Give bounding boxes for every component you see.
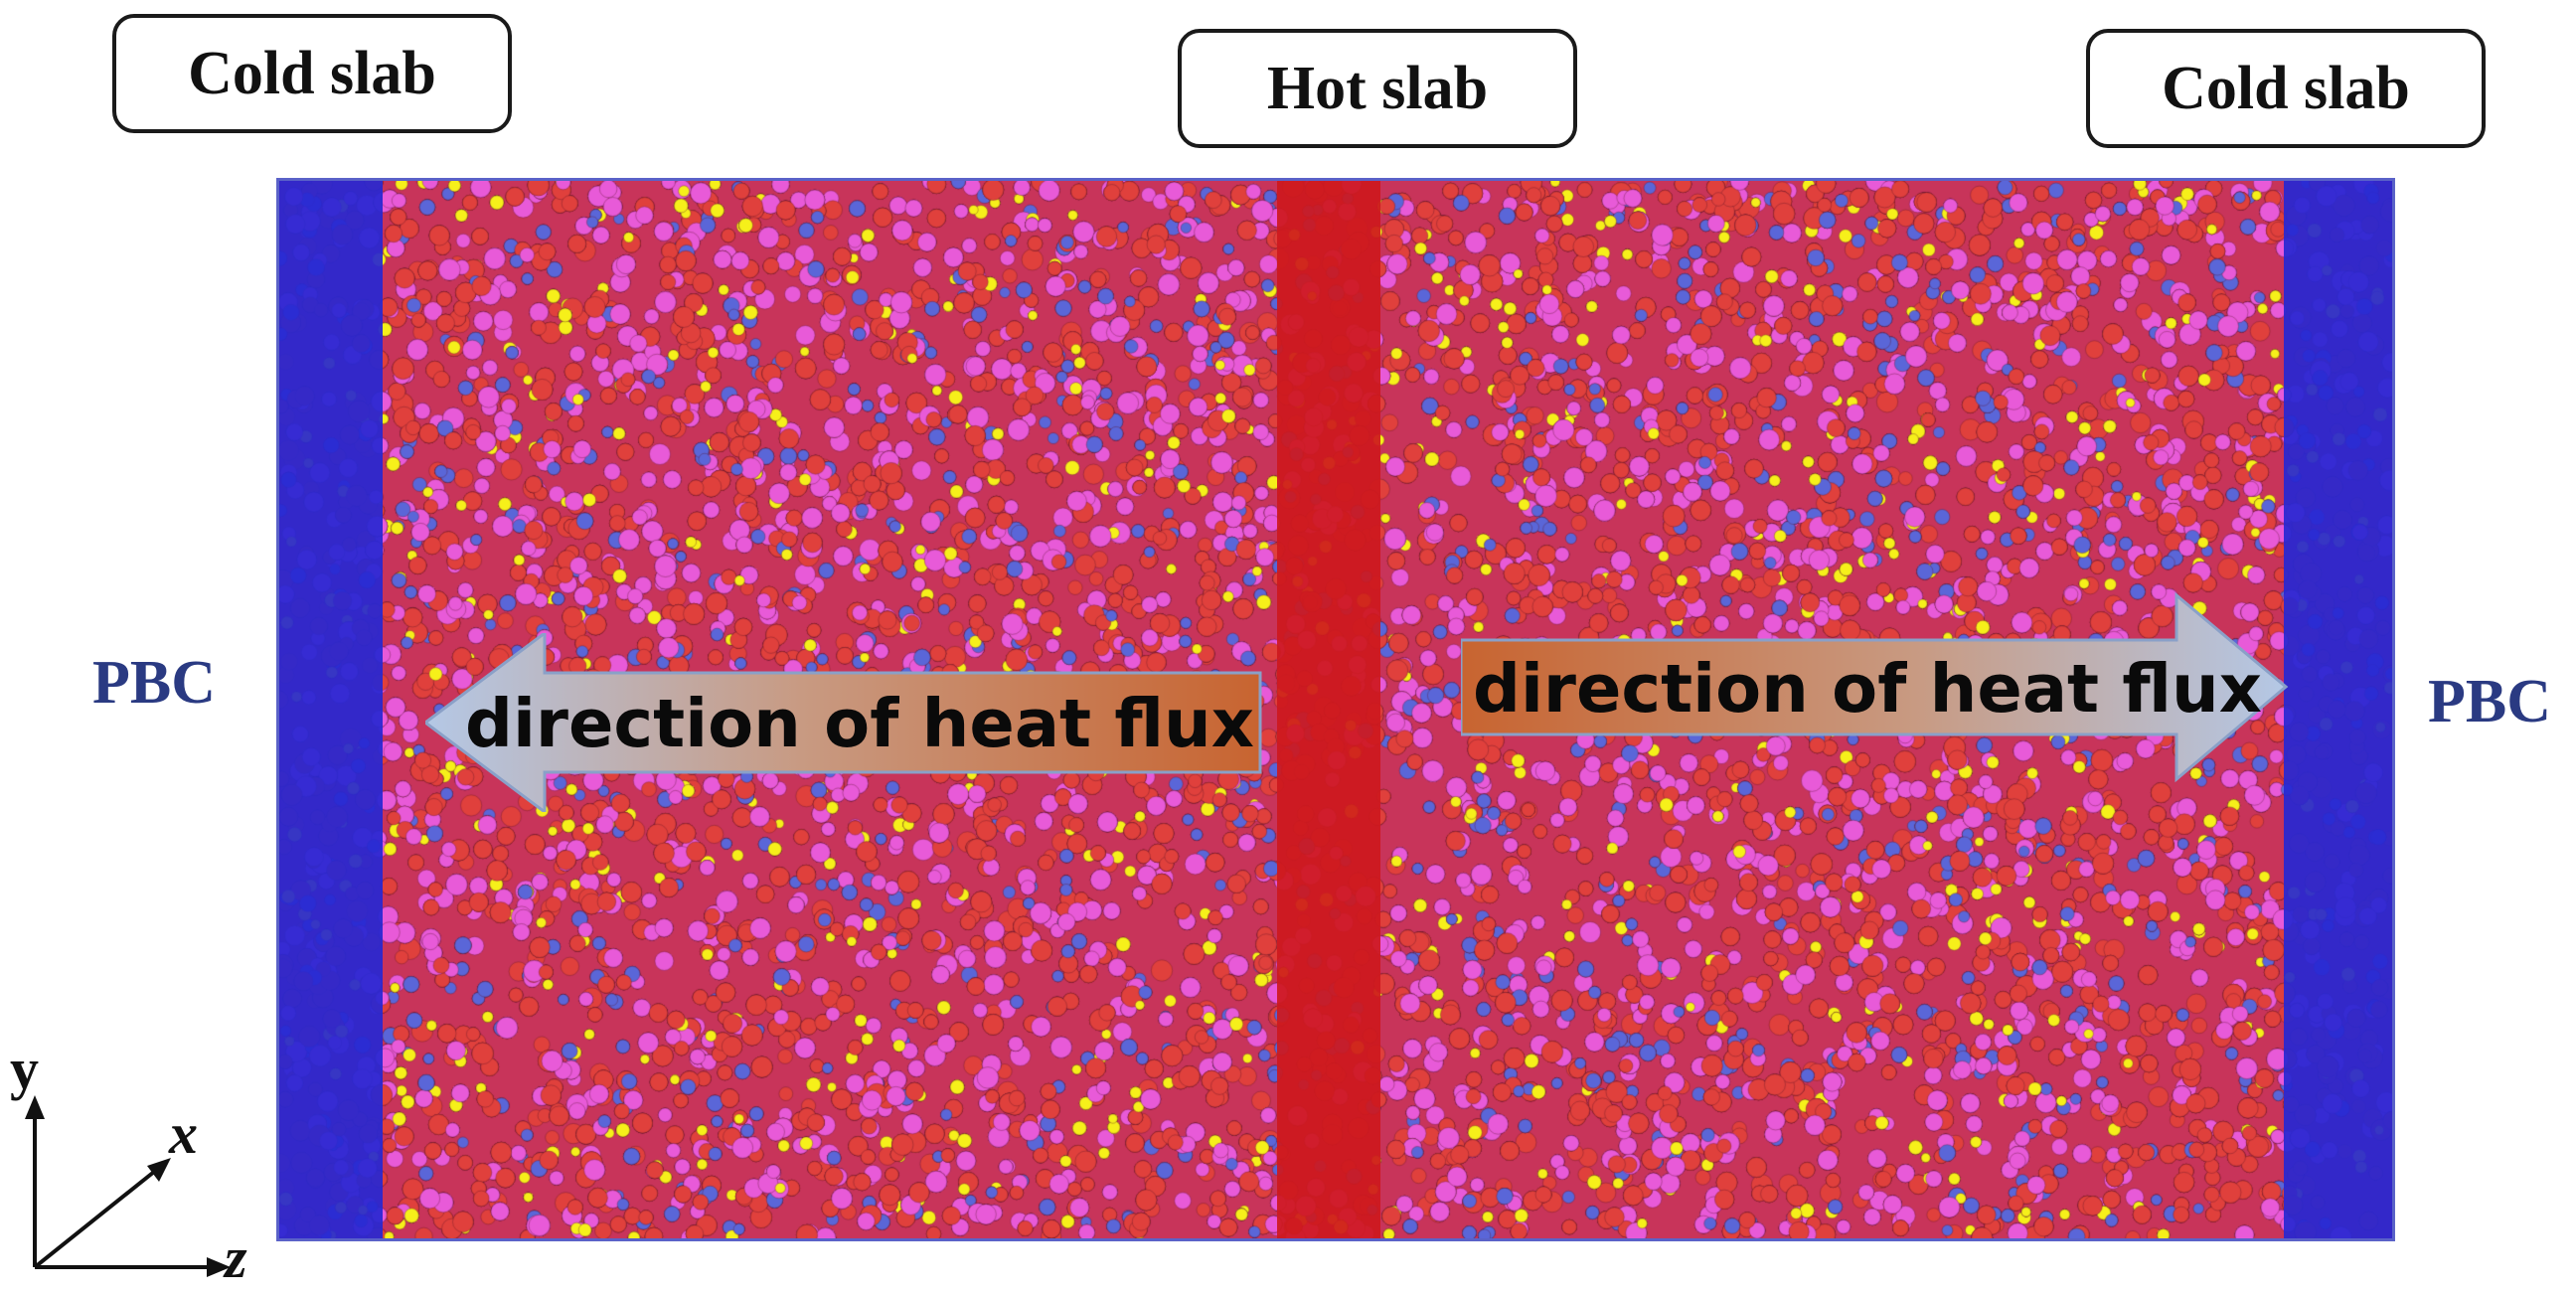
heat-flux-arrow-left: direction of heat flux [425,633,1262,812]
pbc-left-label: PBC [92,649,216,717]
cold-slab-right-text: Cold slab [2162,54,2410,122]
cold-slab-right-label: Cold slab [2086,29,2486,148]
cold-slab-left-label: Cold slab [112,14,512,133]
pbc-right-label: PBC [2428,668,2551,735]
cold-slab-left [279,181,383,1238]
hot-slab-text: Hot slab [1266,54,1489,122]
cold-slab-right [2284,181,2392,1238]
y-axis-arrowhead [25,1095,45,1119]
heat-flux-arrow-left-text: direction of heat flux [465,685,1254,762]
heat-flux-arrow-right: direction of heat flux [1461,591,2289,783]
y-axis-label: y [10,1037,39,1101]
x-axis-arrowhead [147,1158,171,1182]
x-axis-label: x [169,1101,198,1166]
hot-slab [1277,181,1380,1238]
coordinate-axes [25,1095,231,1277]
z-axis-arrowhead [207,1257,231,1277]
x-axis-line [33,1166,161,1269]
cold-slab-left-text: Cold slab [188,39,436,107]
z-axis-label: z [225,1225,247,1290]
heat-flux-arrow-right-text: direction of heat flux [1473,650,2262,728]
simulation-box [276,178,2395,1241]
hot-slab-label: Hot slab [1178,29,1577,148]
